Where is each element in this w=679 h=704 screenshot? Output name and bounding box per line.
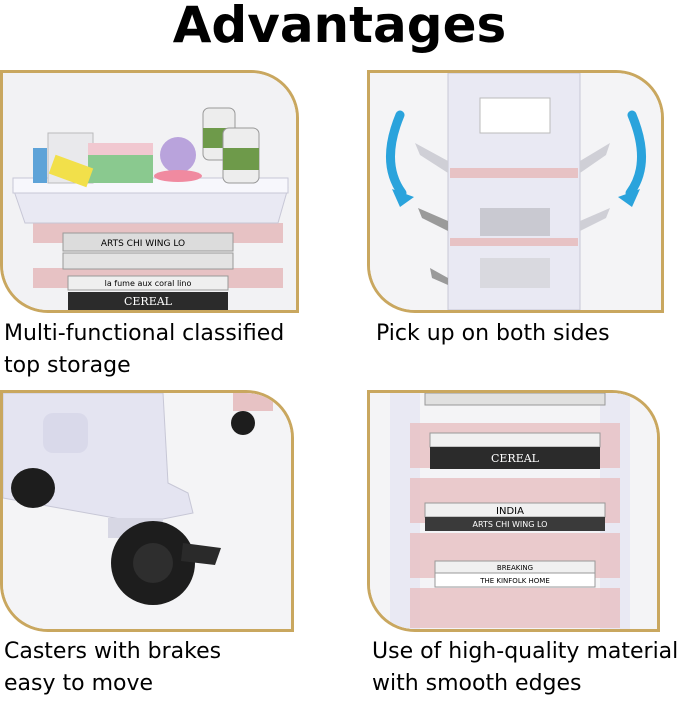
- cart-drawers-illustration: CEREAL INDIA ARTS CHI WING LO BREAKING T…: [370, 393, 657, 629]
- cart-top-storage-illustration: ARTS CHI WING LO la fume aux coral lino …: [3, 73, 296, 310]
- caption-line: Casters with brakes: [4, 639, 222, 664]
- cart-side-view-illustration: [370, 73, 661, 310]
- caption-line: easy to move: [4, 671, 154, 696]
- book-spine-arts-2: ARTS CHI WING LO: [473, 520, 548, 529]
- feature-image-both-sides: [367, 70, 664, 313]
- caster-wheel-illustration: [3, 393, 291, 629]
- feature-image-casters: [0, 390, 294, 632]
- book-spine-cereal-2: CEREAL: [491, 452, 540, 465]
- book-spine-arts: ARTS CHI WING LO: [101, 239, 185, 249]
- caption-line: top storage: [4, 353, 131, 378]
- feature-image-top-storage: ARTS CHI WING LO la fume aux coral lino …: [0, 70, 299, 313]
- book-spine-cereal: CEREAL: [124, 295, 173, 308]
- caption-line: Pick up on both sides: [376, 321, 610, 346]
- feature-caption-top-storage: Multi-functional classified top storage: [4, 318, 284, 382]
- feature-caption-material: Use of high-quality material with smooth…: [372, 636, 678, 700]
- book-spine-india: INDIA: [496, 506, 524, 517]
- caption-line: Use of high-quality material: [372, 639, 679, 664]
- feature-caption-casters: Casters with brakes easy to move: [4, 636, 221, 700]
- caption-line: with smooth edges: [372, 671, 582, 696]
- curved-arrow-down-icon: [386, 110, 414, 207]
- caption-line: Multi-functional classified: [4, 321, 285, 346]
- feature-caption-both-sides: Pick up on both sides: [376, 318, 610, 350]
- book-spine-lafume: la fume aux coral lino: [105, 279, 192, 288]
- curved-arrow-down-icon: [618, 110, 646, 207]
- feature-image-material: CEREAL INDIA ARTS CHI WING LO BREAKING T…: [367, 390, 660, 632]
- book-spine-kinfolk: THE KINFOLK HOME: [479, 577, 550, 585]
- book-spine-breaking: BREAKING: [497, 564, 533, 572]
- page-title: Advantages: [172, 0, 507, 54]
